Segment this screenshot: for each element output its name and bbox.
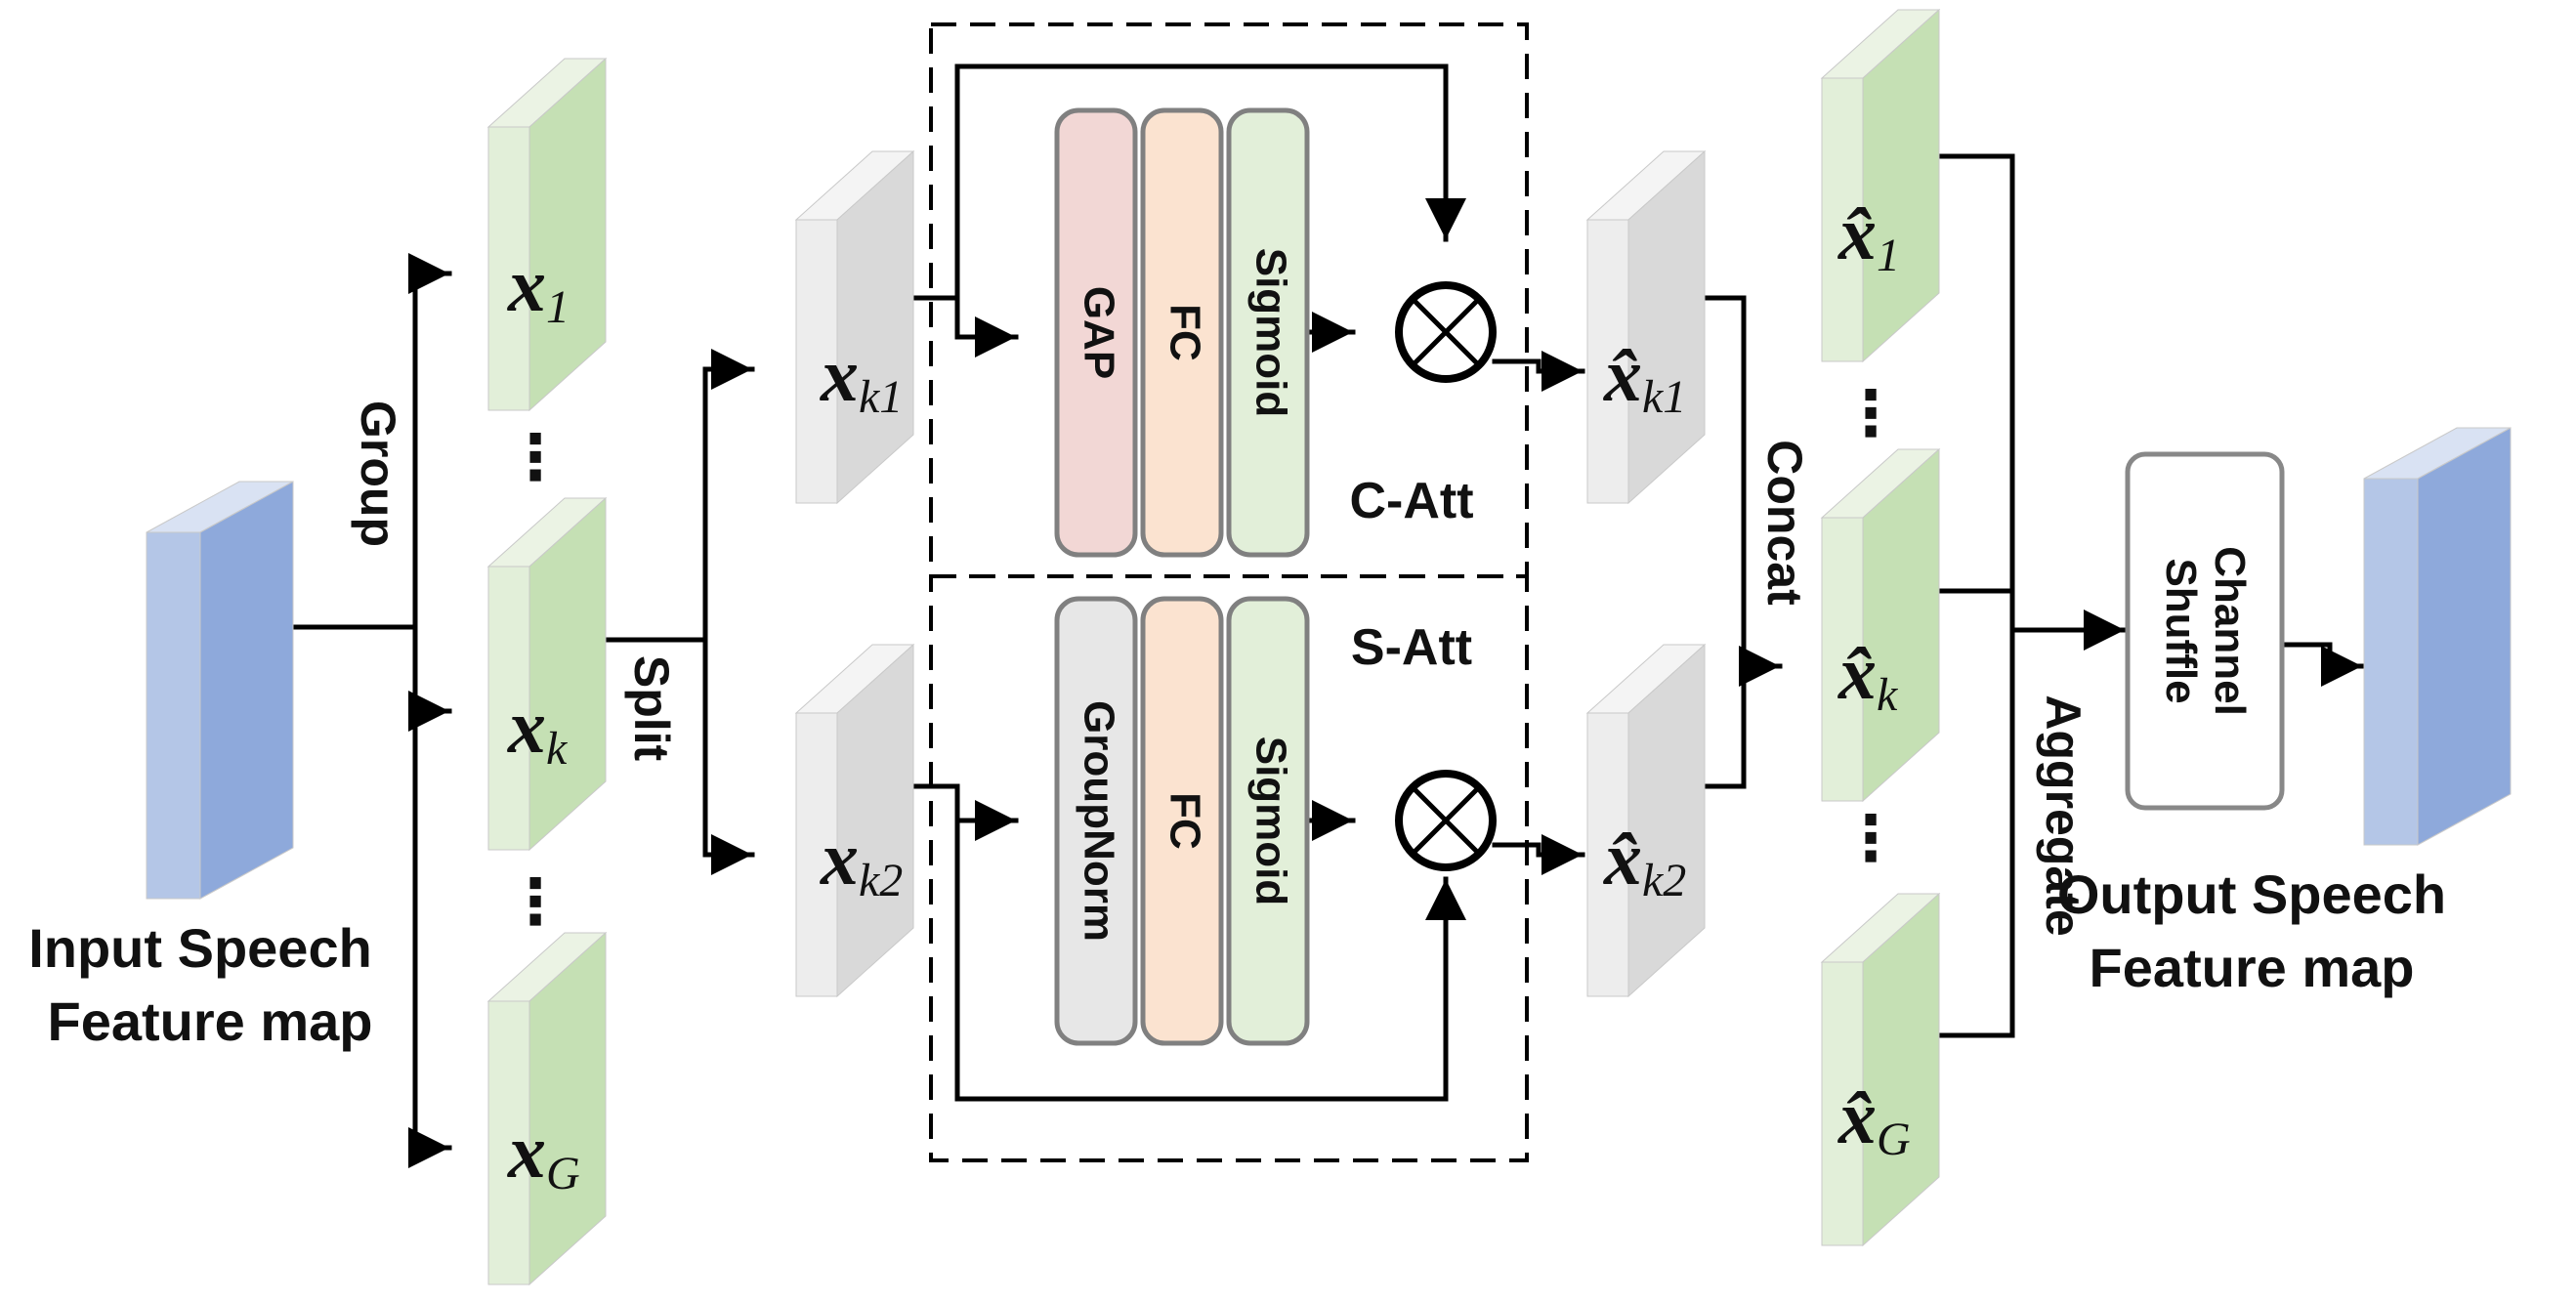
var-xhat_k1: x̂k1	[1603, 332, 1686, 423]
c-att-fc-block	[1140, 107, 1224, 558]
s-att-fc-block	[1140, 596, 1224, 1046]
multiply-nodes	[1395, 281, 1497, 871]
input-feature-map-side	[199, 481, 294, 900]
xhat-k2-feature-map-side	[1627, 643, 1706, 998]
s-att-fc-label: FC	[1161, 792, 1208, 850]
c-att-fc-label: FC	[1161, 304, 1208, 361]
output-feature-map-side	[2417, 427, 2512, 846]
xhat-1-feature-map	[1820, 8, 1941, 363]
c-att-label: C-Att	[1349, 473, 1473, 529]
c-att-gap-block	[1054, 107, 1138, 558]
multiply-icon-s-att	[1395, 770, 1497, 871]
multiply-to-xhatk2-arrow	[1492, 834, 1585, 875]
input-feature-map	[146, 481, 294, 900]
xhat-G-feature-map-side	[1862, 892, 1940, 1247]
xk2-feature-map	[794, 643, 915, 998]
xk-feature-map	[486, 496, 608, 852]
concat-bracket	[1692, 295, 1747, 789]
s-att-container	[929, 574, 1529, 1162]
xhat-k1-feature-map	[1585, 149, 1707, 505]
xhat-1-feature-map-side	[1862, 8, 1940, 363]
ellipsis-out-upper: ⋮	[1839, 378, 1902, 448]
c-att-skip-line	[954, 63, 1466, 301]
xG-feature-map	[486, 931, 608, 1286]
shuffle-to-output-arrow	[2281, 642, 2365, 687]
xhat-k1-feature-map-side	[1627, 149, 1706, 505]
xk-feature-map-side	[528, 496, 607, 852]
output-feature-map-front	[2363, 478, 2419, 846]
feature-maps	[146, 8, 2512, 1286]
channel-shuffle-box	[2125, 451, 2285, 811]
var-xk: xk	[507, 684, 569, 775]
multiply-icon-c-att	[1395, 281, 1497, 383]
aggregate-label: Aggregate	[2036, 694, 2090, 936]
xhat-k2-feature-map	[1585, 643, 1707, 998]
xk1-feature-map	[794, 149, 915, 505]
s-att-label: S-Att	[1351, 619, 1472, 676]
variable-labels: x1 xk xG xk1 xk2 x̂k1 x̂k2 x̂1 x̂k x̂G	[507, 190, 1911, 1199]
output-feature-map	[2363, 427, 2512, 846]
output-label-line1: Output Speech	[2057, 863, 2446, 925]
var-xk2: xk2	[820, 816, 903, 906]
xk1-feature-map-side	[836, 149, 914, 505]
split-label: Split	[624, 655, 679, 762]
x1-feature-map	[486, 57, 608, 412]
channel-shuffle-label-line2: Shuffle	[2157, 558, 2205, 703]
group-label: Group	[351, 400, 405, 547]
input-feature-map-front	[146, 531, 201, 900]
input-label-line1: Input Speech	[28, 917, 372, 979]
ellipsis-group-upper: ⋮	[504, 422, 567, 492]
xhat-G-feature-map	[1820, 892, 1941, 1247]
s-att-skip-line	[954, 783, 1466, 1102]
xG-feature-map-side	[528, 931, 607, 1286]
s-att-groupnorm-label: GroupNorm	[1075, 700, 1122, 942]
var-xhat_G: x̂G	[1837, 1074, 1911, 1165]
ellipsis-out-lower: ⋮	[1839, 803, 1902, 873]
var-xhat_1: x̂1	[1837, 190, 1900, 281]
ellipsis-group-lower: ⋮	[504, 866, 567, 937]
xk2-feature-map-side	[836, 643, 914, 998]
concat-label: Concat	[1757, 440, 1812, 606]
input-label-line2: Feature map	[48, 990, 373, 1052]
var-xhat_k2: x̂k2	[1603, 816, 1686, 906]
connectors	[290, 63, 2365, 1168]
c-att-sigmoid-block	[1226, 107, 1310, 558]
s-att-sigmoid-label: Sigmoid	[1246, 736, 1294, 906]
xhat-k-feature-map	[1820, 447, 1941, 803]
var-xG: xG	[507, 1109, 580, 1199]
xhat-k-feature-map-side	[1862, 447, 1940, 803]
s-att-sigmoid-block	[1226, 596, 1310, 1046]
var-x1: x1	[507, 242, 570, 333]
var-xk1: xk1	[820, 332, 903, 423]
c-att-sigmoid-label: Sigmoid	[1246, 248, 1294, 418]
channel-shuffle-label-line1: Channel	[2206, 546, 2254, 716]
x1-feature-map-side	[528, 57, 607, 412]
s-att-groupnorm-block	[1054, 596, 1138, 1046]
xk1-to-gap-arrow	[910, 295, 1019, 358]
c-att-gap-label: GAP	[1075, 286, 1122, 379]
output-label-line2: Feature map	[2090, 937, 2415, 998]
var-xhat_k: x̂k	[1837, 630, 1899, 721]
xk2-to-groupnorm-arrow	[910, 783, 1019, 841]
aggregate-bracket	[1936, 153, 2015, 1038]
multiply-to-xhatk1-arrow	[1492, 351, 1585, 392]
